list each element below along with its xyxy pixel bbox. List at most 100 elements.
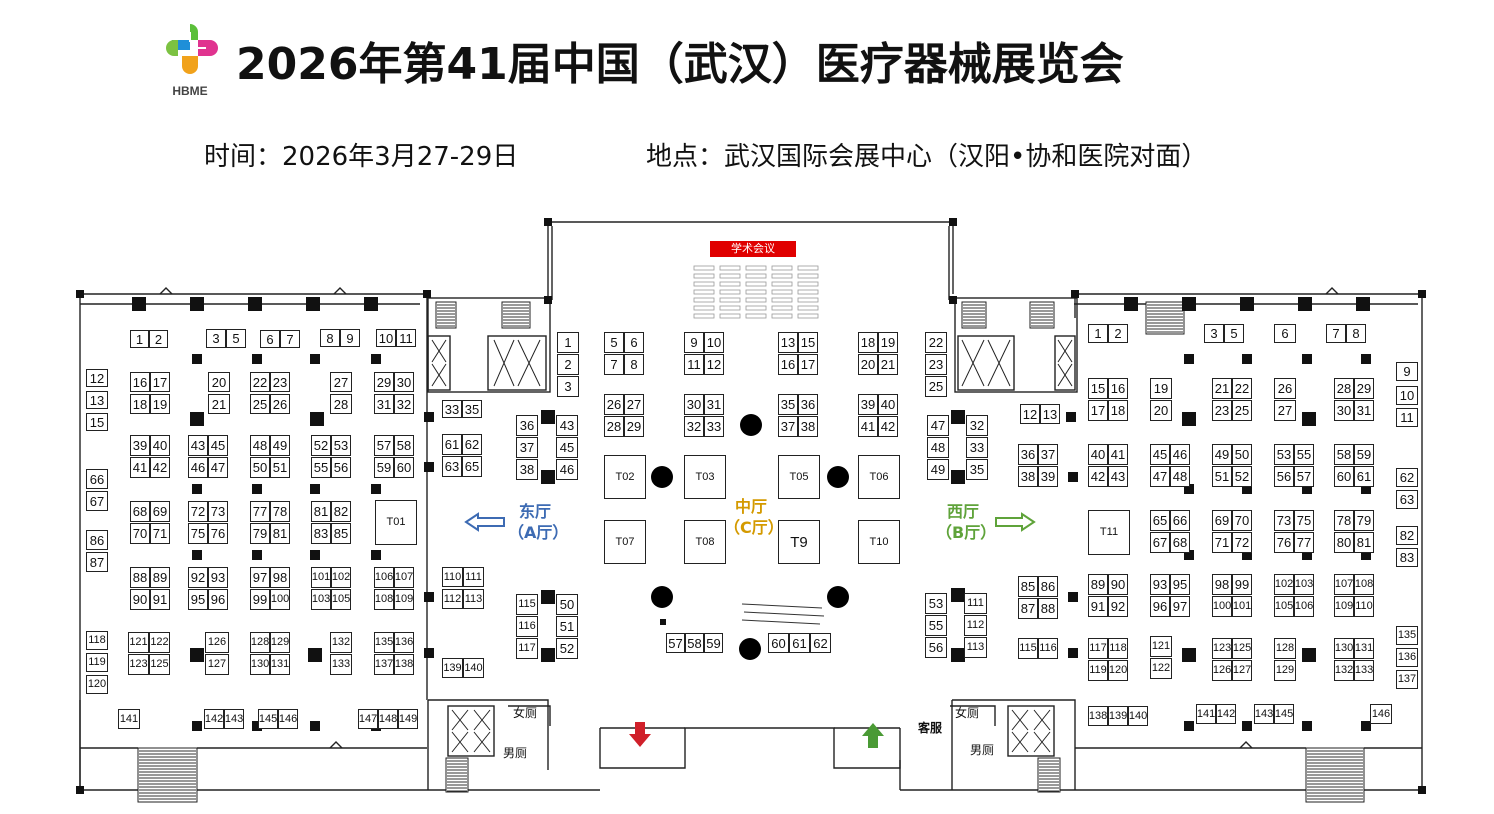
- east-booth-138: 138: [394, 654, 414, 675]
- east-booth-52: 52: [311, 435, 331, 456]
- west-booth-110: 110: [1354, 596, 1374, 617]
- west-booth-122: 122: [1150, 658, 1172, 679]
- center-booth-39: 39: [858, 394, 878, 415]
- west-booth-133: 133: [1354, 660, 1374, 681]
- east-booth-70: 70: [130, 523, 150, 544]
- east-booth-31: 31: [374, 394, 394, 414]
- east-hall-label: 东厅 （A厅）: [508, 501, 568, 543]
- west-corridor-booth-56: 56: [925, 637, 947, 658]
- east-booth-23: 23: [270, 372, 290, 392]
- east-booth-137: 137: [374, 654, 394, 675]
- center-booth-15: 15: [798, 332, 818, 353]
- west-booth-120: 120: [1108, 660, 1128, 681]
- west-booth-23: 23: [1212, 400, 1232, 421]
- west-booth-50: 50: [1232, 444, 1252, 465]
- west-booth-40: 40: [1088, 444, 1108, 465]
- east-corridor-booth-1: 1: [557, 332, 579, 353]
- east-booth-10: 10: [376, 329, 396, 347]
- west-booth-19: 19: [1150, 378, 1172, 399]
- west-booth-52: 52: [1232, 466, 1252, 487]
- east-booth-41: 41: [130, 457, 150, 478]
- center-booth-61: 61: [789, 633, 810, 653]
- center-booth-9: 9: [684, 332, 704, 353]
- center-hall-label: 中厅 （C厅）: [724, 496, 784, 538]
- center-booth-10: 10: [704, 332, 724, 353]
- east-booth-27: 27: [330, 372, 352, 392]
- east-booth-61: 61: [442, 434, 462, 455]
- west-booth-65: 65: [1150, 510, 1170, 531]
- west-booth-77: 77: [1294, 532, 1314, 553]
- west-booth-105: 105: [1274, 596, 1294, 617]
- west-booth-73: 73: [1274, 510, 1294, 531]
- west-booth-143: 143: [1254, 704, 1274, 724]
- east-booth-28: 28: [330, 394, 352, 414]
- east-booth-42: 42: [150, 457, 170, 478]
- west-booth-60: 60: [1334, 466, 1354, 487]
- east-booth-88: 88: [130, 567, 150, 588]
- west-booth-11: 11: [1396, 408, 1418, 427]
- west-booth-26: 26: [1274, 378, 1296, 399]
- center-booth-57: 57: [666, 633, 685, 653]
- west-booth-109: 109: [1334, 596, 1354, 617]
- east-booth-81: 81: [270, 523, 290, 544]
- west-booth-108: 108: [1354, 574, 1374, 595]
- west-booth-130: 130: [1334, 638, 1354, 659]
- east-corridor-booth-3: 3: [557, 376, 579, 397]
- west-booth-62: 62: [1396, 468, 1418, 487]
- east-booth-111: 111: [463, 567, 484, 587]
- west-hall-label: 西厅 （B厅）: [936, 501, 996, 543]
- west-booth-126: 126: [1212, 660, 1232, 681]
- west-corridor-booth-49: 49: [927, 459, 949, 480]
- west-booth-29: 29: [1354, 378, 1374, 399]
- east-booth-67: 67: [86, 491, 108, 511]
- east-booth-113: 113: [463, 589, 484, 609]
- east-booth-77: 77: [250, 501, 270, 522]
- west-booth-142: 142: [1216, 704, 1236, 724]
- west-arrow-icon: [995, 512, 1036, 532]
- east-booth-72: 72: [188, 501, 208, 522]
- east-corridor-booth-51: 51: [556, 616, 578, 637]
- west-theme-booth-T11: T11: [1088, 510, 1130, 555]
- east-booth-129: 129: [270, 632, 290, 653]
- west-booth-132: 132: [1334, 660, 1354, 681]
- east-booth-95: 95: [188, 589, 208, 610]
- west-booth-121: 121: [1150, 636, 1172, 657]
- east-booth-15: 15: [86, 413, 108, 431]
- east-booth-128: 128: [250, 632, 270, 653]
- east-booth-99: 99: [250, 589, 270, 610]
- west-booth-80: 80: [1334, 532, 1354, 553]
- east-booth-91: 91: [150, 589, 170, 610]
- east-booth-5: 5: [226, 329, 246, 348]
- west-booth-106: 106: [1294, 596, 1314, 617]
- west-booth-27: 27: [1274, 400, 1296, 421]
- west-booth-100: 100: [1212, 596, 1232, 617]
- west-booth-139: 139: [1108, 706, 1128, 726]
- west-booth-47: 47: [1150, 466, 1170, 487]
- west-booth-51: 51: [1212, 466, 1232, 487]
- east-booth-60: 60: [394, 457, 414, 478]
- west-corridor-booth-48: 48: [927, 437, 949, 458]
- west-booth-36: 36: [1018, 444, 1038, 465]
- center-booth-41: 41: [858, 416, 878, 437]
- east-booth-97: 97: [250, 567, 270, 588]
- east-booth-46: 46: [188, 457, 208, 478]
- west-booth-141: 141: [1196, 704, 1216, 724]
- west-booth-22: 22: [1232, 378, 1252, 399]
- west-booth-45: 45: [1150, 444, 1170, 465]
- east-corridor-booth-46: 46: [556, 459, 578, 480]
- conference-banner: 学术会议: [710, 241, 796, 257]
- center-booth-33: 33: [704, 416, 724, 437]
- west-booth-82: 82: [1396, 526, 1418, 545]
- east-booth-21: 21: [208, 394, 230, 414]
- east-booth-92: 92: [188, 567, 208, 588]
- logo-cross-icon: [166, 24, 218, 74]
- center-theme-booth-T02: T02: [604, 455, 646, 499]
- center-booth-16: 16: [778, 354, 798, 375]
- east-booth-69: 69: [150, 501, 170, 522]
- east-booth-59: 59: [374, 457, 394, 478]
- east-booth-12: 12: [86, 369, 108, 387]
- east-booth-141: 141: [118, 709, 140, 729]
- center-theme-booth-T08: T08: [684, 520, 726, 564]
- east-booth-120: 120: [86, 675, 108, 694]
- west-booth-3: 3: [1204, 324, 1224, 343]
